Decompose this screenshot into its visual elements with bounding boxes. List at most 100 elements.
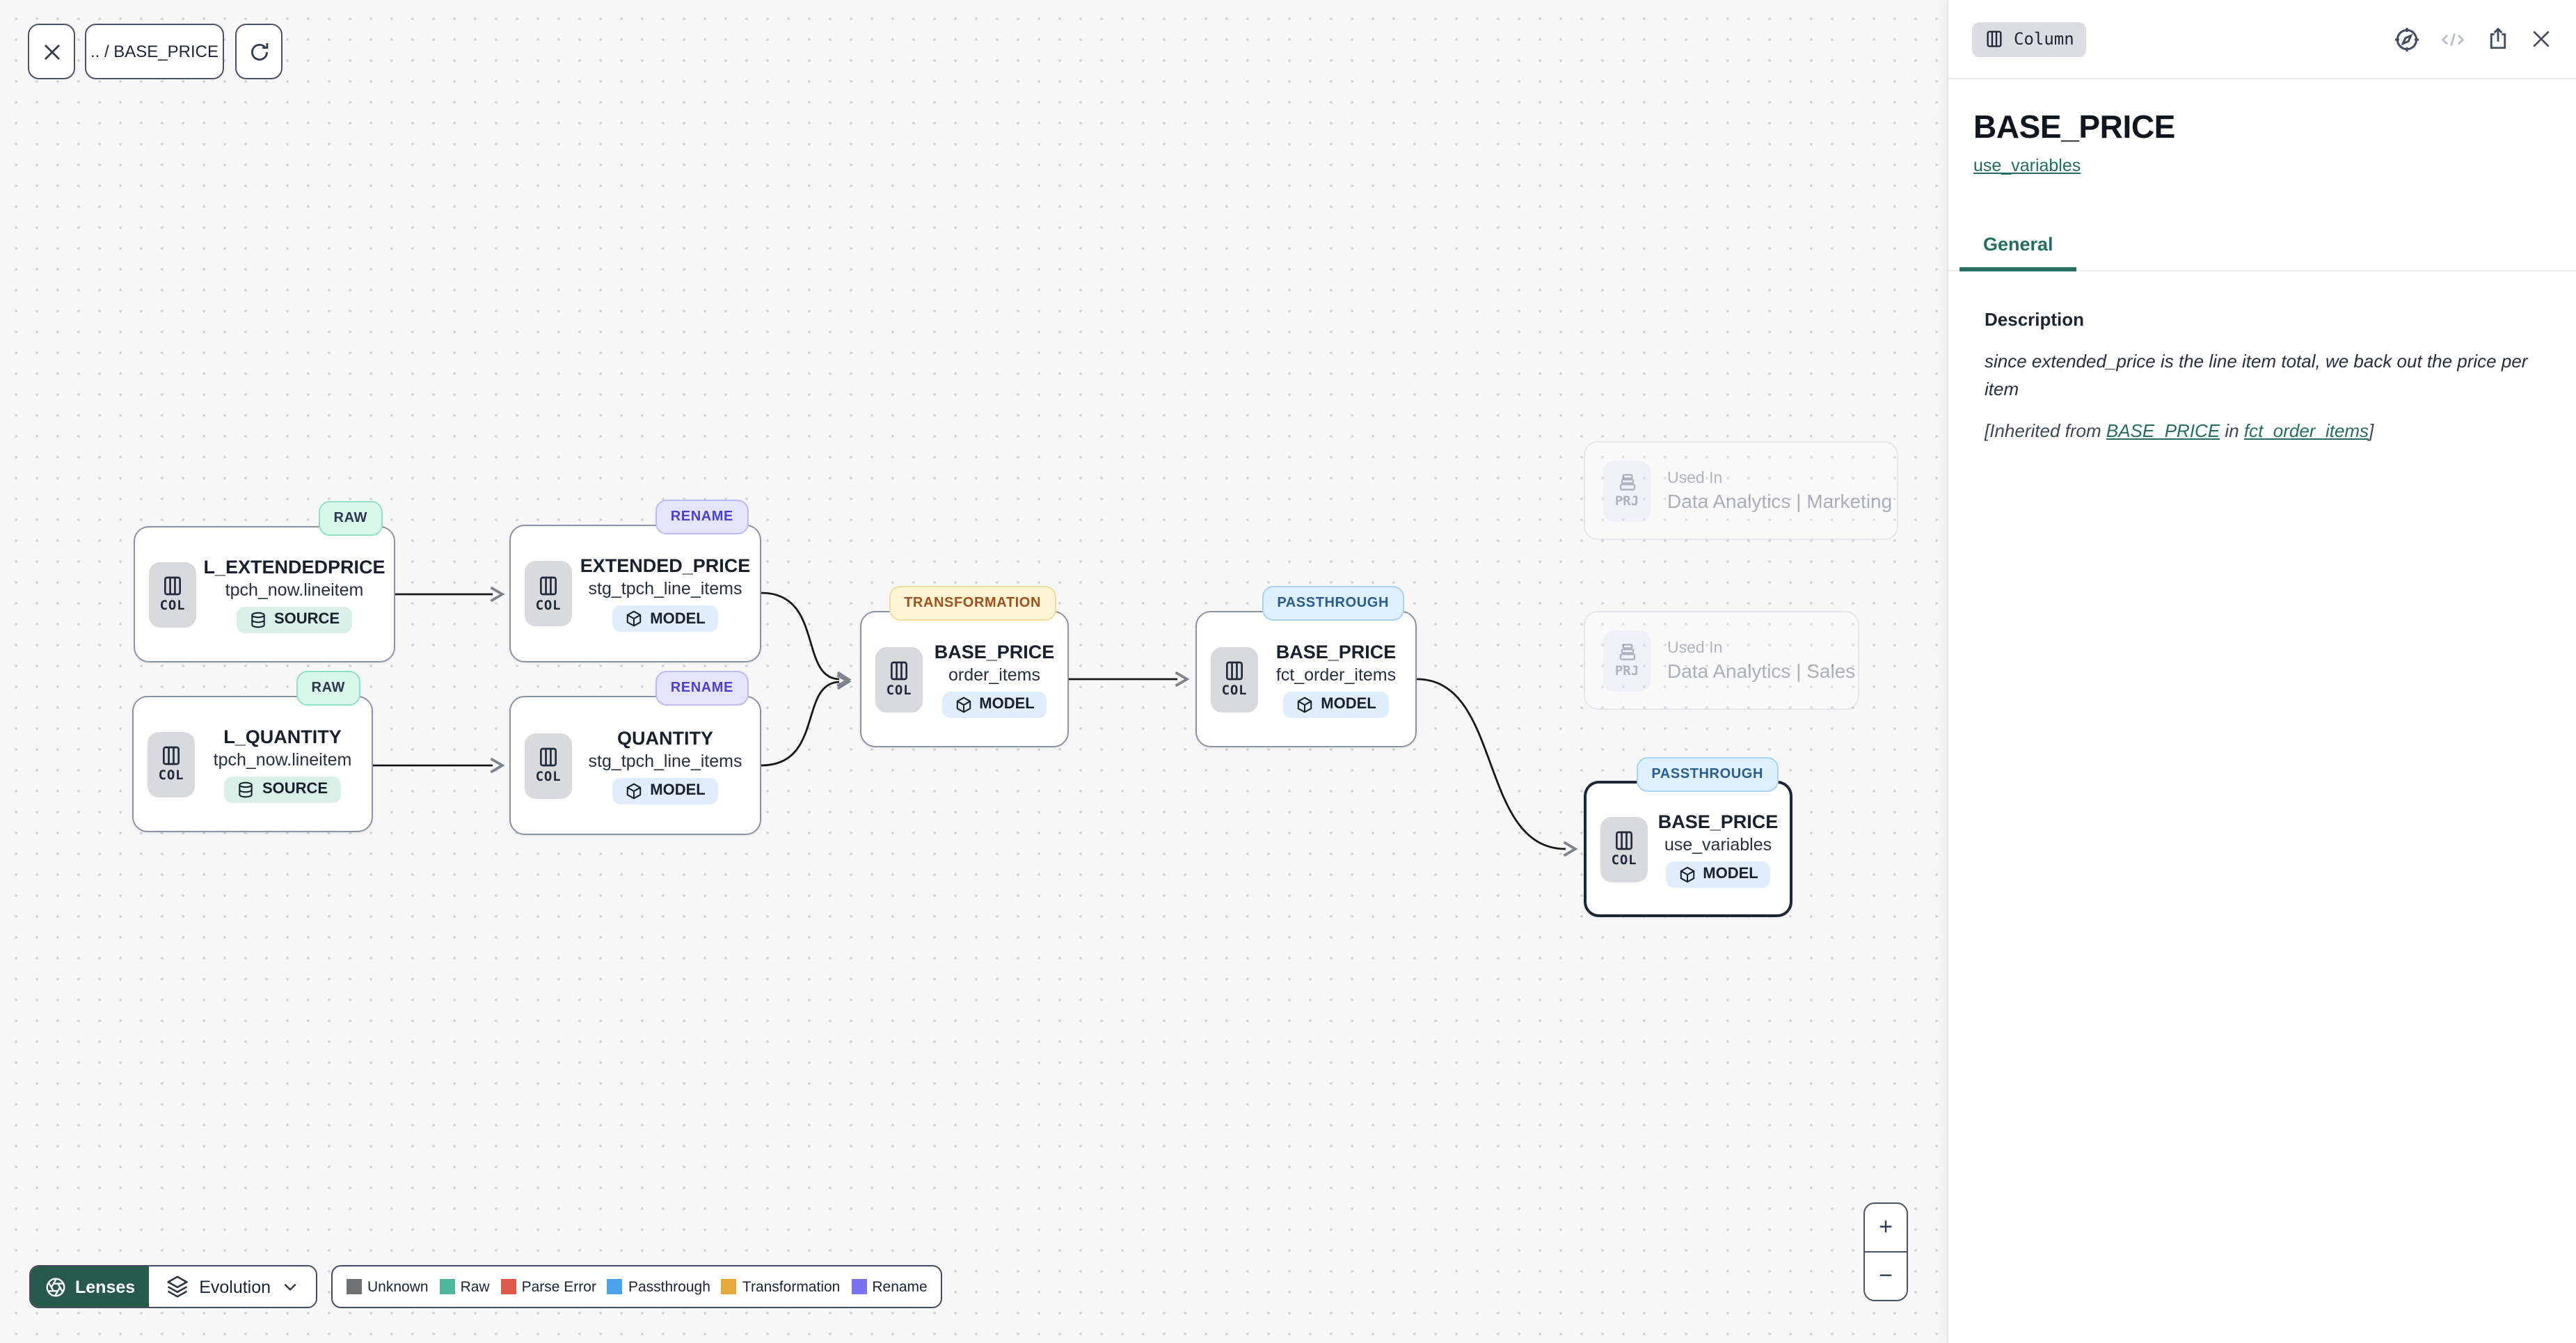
legend-label: Transformation: [742, 1278, 841, 1295]
kind-label: COL: [535, 598, 562, 613]
node-title: Data Analytics | Marketing: [1667, 489, 1893, 511]
lineage-project-node[interactable]: PRJ Used In Data Analytics | Sales: [1584, 611, 1859, 710]
description-section: Description since extended_price is the …: [1948, 271, 2576, 441]
view-code-button[interactable]: [2440, 26, 2466, 52]
database-icon: [251, 611, 265, 628]
compass-icon: [2394, 26, 2419, 51]
refresh-icon: [251, 42, 268, 61]
refresh-button[interactable]: [235, 24, 283, 79]
node-body: BASE_PRICE order_items MODEL: [935, 641, 1054, 717]
materialization-chip: SOURCE: [236, 606, 353, 633]
lineage-column-node[interactable]: RAW COL L_EXTENDEDPRICE tpch_now.lineite…: [134, 501, 395, 662]
kind-label: COL: [159, 598, 186, 614]
project-kind-box: PRJ: [1603, 630, 1651, 691]
close-graph-button[interactable]: [28, 24, 75, 79]
entity-type-label: Column: [2014, 29, 2074, 49]
column-kind-box: COL: [875, 646, 923, 712]
cube-icon: [627, 610, 642, 627]
legend-label: Parse Error: [521, 1278, 596, 1295]
legend-swatch: [851, 1279, 867, 1294]
node-title: EXTENDED_PRICE: [580, 555, 751, 576]
used-in-label: Used In: [1667, 639, 1723, 656]
columns-icon: [540, 747, 557, 767]
column-kind-box: COL: [148, 731, 195, 797]
chip-label: MODEL: [1703, 866, 1758, 882]
explore-lineage-button[interactable]: [2394, 26, 2420, 52]
zoom-control: + −: [1863, 1202, 1908, 1301]
node-body: Used In Data Analytics | Marketing: [1667, 470, 1892, 511]
legend-swatch: [347, 1279, 362, 1294]
used-in-label: Used In: [1667, 470, 1723, 486]
legend-item: Raw: [439, 1278, 490, 1295]
layers-icon: [167, 1276, 188, 1298]
materialization-chip: MODEL: [612, 777, 718, 804]
kind-label: COL: [886, 683, 912, 699]
share-button[interactable]: [2486, 26, 2511, 51]
model-link[interactable]: use_variables: [1973, 156, 2081, 175]
node-body: L_QUANTITY tpch_now.lineitem SOURCE: [207, 726, 358, 802]
materialization-chip: MODEL: [612, 605, 718, 632]
lineage-project-node[interactable]: PRJ Used In Data Analytics | Marketing: [1584, 441, 1898, 540]
inherited-column-link[interactable]: BASE_PRICE: [2106, 420, 2220, 441]
node-subtitle: use_variables: [1664, 834, 1772, 854]
kind-label: COL: [535, 770, 562, 785]
kind-label: COL: [158, 768, 184, 784]
lineage-column-node[interactable]: PASSTHROUGH COL BASE_PRICE fct_order_ite…: [1195, 586, 1417, 747]
lineage-column-node[interactable]: TRANSFORMATION COL BASE_PRICE order_item…: [860, 586, 1069, 747]
kind-label: COL: [1221, 683, 1248, 699]
chip-label: MODEL: [650, 610, 706, 627]
lineage-type-badge: RENAME: [655, 500, 749, 534]
columns-icon: [163, 746, 180, 765]
node-body: QUANTITY stg_tpch_line_items MODEL: [585, 727, 746, 804]
lens-dropdown-value: Evolution: [199, 1277, 271, 1296]
columns-icon: [1987, 31, 2002, 47]
code-icon: [2441, 32, 2465, 46]
tab-general[interactable]: General: [1959, 220, 2078, 271]
node-title: BASE_PRICE: [1657, 811, 1779, 832]
lens-dropdown[interactable]: Evolution: [149, 1266, 316, 1307]
lineage-column-node[interactable]: RAW COL L_QUANTITY tpch_now.lineitem SOU…: [132, 671, 373, 832]
node-subtitle: stg_tpch_line_items: [588, 579, 742, 598]
lineage-type-badge: RENAME: [655, 671, 749, 706]
materialization-chip: MODEL: [941, 691, 1047, 717]
kind-label: PRJ: [1614, 664, 1639, 679]
node-body: L_EXTENDEDPRICE tpch_now.lineitem SOURCE: [203, 556, 385, 633]
legend-label: Rename: [872, 1278, 928, 1295]
node-title: Data Analytics | Sales: [1667, 659, 1856, 681]
legend-swatch: [607, 1279, 623, 1294]
close-panel-button[interactable]: [2530, 28, 2552, 50]
close-icon: [2533, 31, 2550, 47]
chip-label: MODEL: [650, 782, 706, 799]
close-icon: [44, 44, 59, 59]
cube-icon: [956, 696, 971, 713]
node-subtitle: tpch_now.lineitem: [225, 580, 364, 599]
lineage-edge: [761, 674, 852, 767]
lenses-button-label: Lenses: [75, 1277, 136, 1296]
zoom-in-button[interactable]: +: [1879, 1214, 1893, 1240]
lenses-button[interactable]: Lenses: [31, 1266, 150, 1307]
materialization-chip: MODEL: [1665, 861, 1771, 887]
node-subtitle: order_items: [948, 665, 1040, 684]
zoom-out-button[interactable]: −: [1865, 1251, 1907, 1300]
node-body: EXTENDED_PRICE stg_tpch_line_items MODEL: [580, 555, 750, 632]
cube-icon: [1298, 696, 1312, 713]
lineage-column-node[interactable]: RENAME COL EXTENDED_PRICE stg_tpch_line_…: [509, 500, 761, 662]
inherited-note: [Inherited from BASE_PRICE in fct_order_…: [1985, 420, 2540, 441]
node-title: BASE_PRICE: [934, 641, 1055, 662]
panel-tabs: General: [1948, 220, 2576, 271]
columns-icon: [164, 576, 181, 596]
legend-item: Parse Error: [500, 1278, 596, 1295]
inherited-model-link[interactable]: fct_order_items: [2243, 420, 2369, 441]
breadcrumb[interactable]: .. / BASE_PRICE: [85, 24, 224, 79]
chevron-down-icon: [283, 1283, 296, 1292]
lineage-column-node[interactable]: PASSTHROUGH COL BASE_PRICE use_variables…: [1584, 757, 1792, 917]
node-title: QUANTITY: [617, 727, 713, 748]
materialization-chip: SOURCE: [224, 776, 341, 802]
cube-icon: [627, 782, 642, 799]
lineage-column-node[interactable]: RENAME COL QUANTITY stg_tpch_line_items …: [509, 671, 761, 835]
kind-label: COL: [1611, 853, 1637, 868]
lineage-canvas[interactable]: .. / BASE_PRICE Lenses Evolu: [0, 0, 1947, 1343]
stacked-trays-icon: [1619, 474, 1635, 491]
